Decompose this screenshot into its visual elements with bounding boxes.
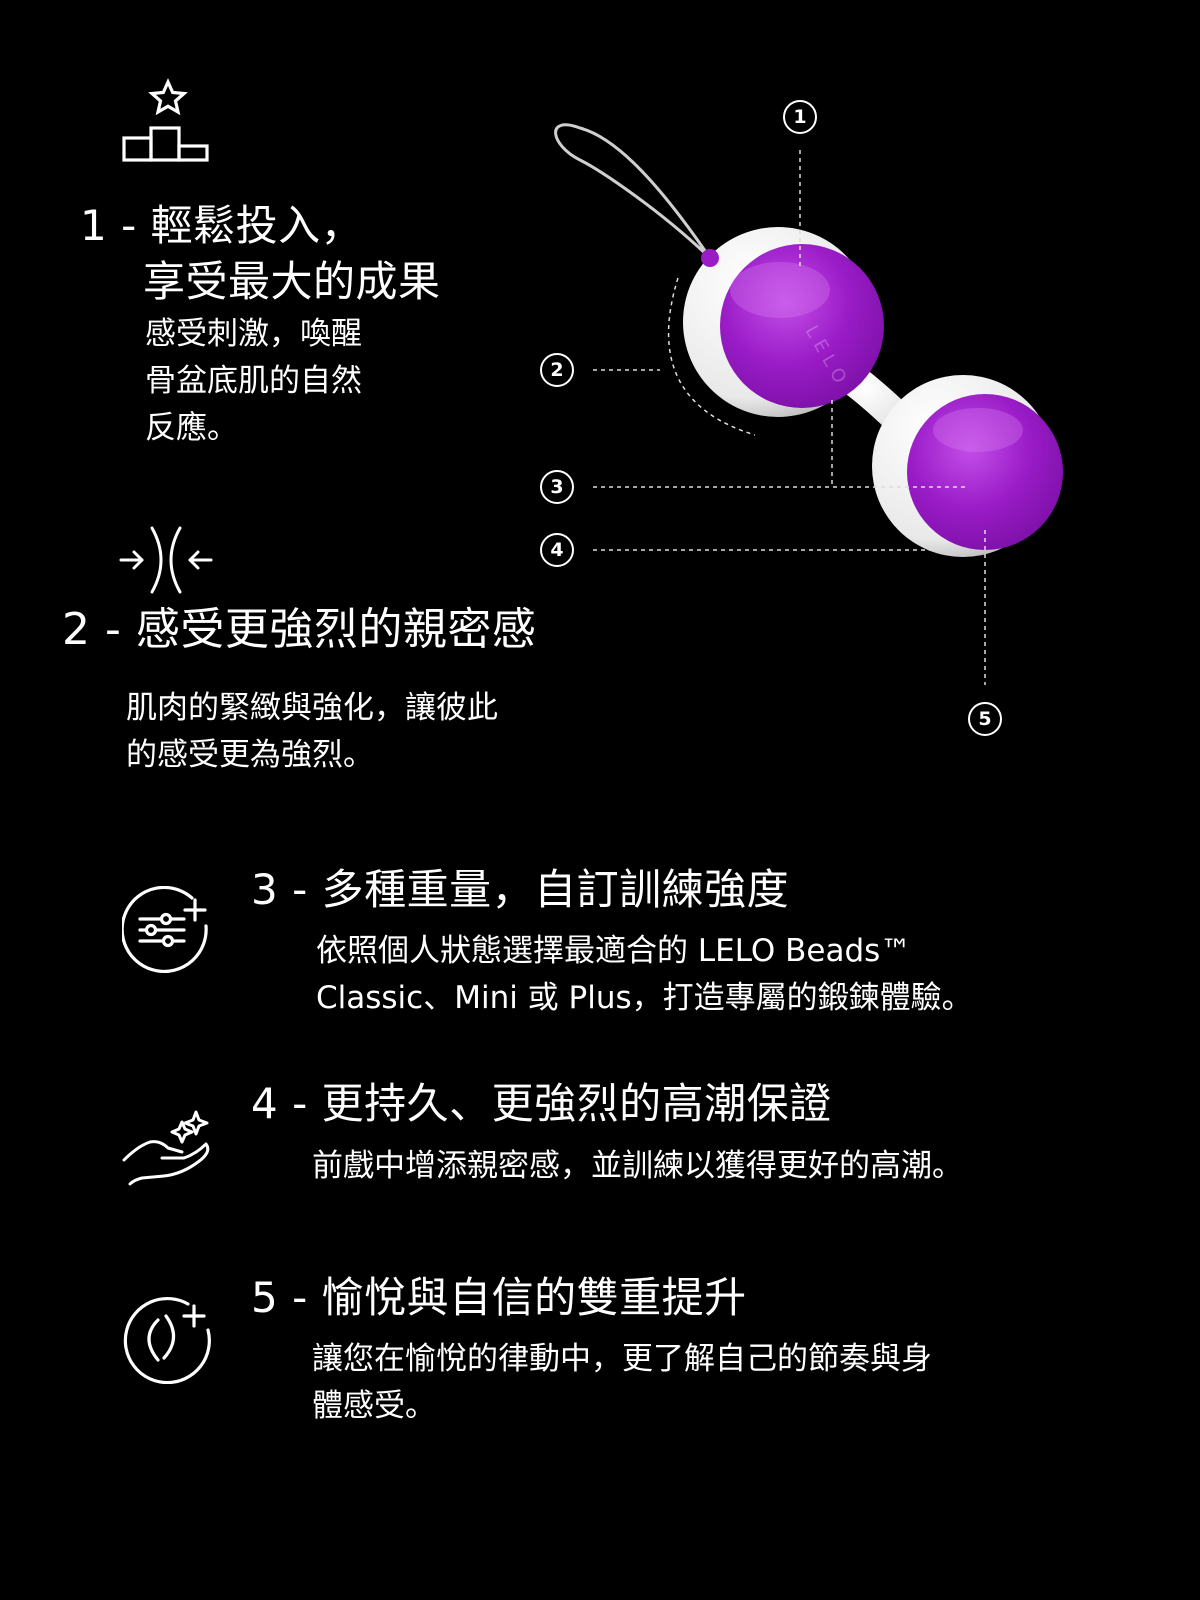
feature-5-body-line: 讓您在愉悅的律動中，更了解自己的節奏與身	[312, 1341, 932, 1377]
feature-2-body-line: 的感受更為強烈。	[126, 737, 374, 773]
feature-5-number: 5 -	[251, 1273, 308, 1322]
product-diagram: LELO 1 2 3 4 5	[540, 100, 1100, 760]
feature-5-title: 5 - 愉悅與自信的雙重提升	[251, 1270, 747, 1326]
sliders-plus-icon	[122, 886, 212, 976]
feature-1-title-line2: 享受最大的成果	[143, 257, 441, 306]
circle-plus-icon	[122, 1294, 212, 1384]
callout-1: 1	[783, 100, 817, 134]
feature-3-title: 3 - 多種重量，自訂訓練強度	[251, 862, 789, 918]
feature-5-title-text: 愉悅與自信的雙重提升	[321, 1273, 747, 1322]
callout-4: 4	[540, 533, 574, 567]
feature-4-body-line: 前戲中增添親密感，並訓練以獲得更好的高潮。	[312, 1148, 963, 1184]
contract-arrows-icon	[118, 524, 214, 596]
feature-1-body-line: 骨盆底肌的自然	[145, 363, 362, 399]
feature-3-title-text: 多種重量，自訂訓練強度	[321, 865, 790, 914]
feature-1-body-line: 反應。	[145, 410, 238, 446]
feature-1-body: 感受刺激，喚醒 骨盆底肌的自然 反應。	[145, 311, 362, 452]
feature-2-number: 2 -	[62, 604, 122, 655]
feature-4-title-text: 更持久、更強烈的高潮保證	[321, 1079, 832, 1128]
callout-3: 3	[540, 470, 574, 504]
feature-3-body-line: Classic、Mini 或 Plus，打造專屬的鍛鍊體驗。	[316, 980, 973, 1016]
podium-star-icon	[120, 76, 212, 168]
feature-5-body: 讓您在愉悅的律動中，更了解自己的節奏與身 體感受。	[312, 1336, 932, 1430]
feature-5-body-line: 體感受。	[312, 1388, 436, 1424]
beads-illustration: LELO	[554, 123, 1063, 685]
feature-1-title-line1: 輕鬆投入，	[150, 201, 364, 250]
feature-3-body: 依照個人狀態選擇最適合的 LELO Beads™ Classic、Mini 或 …	[316, 928, 973, 1022]
feature-4-title: 4 - 更持久、更強烈的高潮保證	[251, 1076, 832, 1132]
feature-1-body-line: 感受刺激，喚醒	[145, 316, 362, 352]
callout-2: 2	[540, 353, 574, 387]
feature-3-number: 3 -	[251, 865, 308, 914]
feature-4-number: 4 -	[251, 1079, 308, 1128]
feature-2-body: 肌肉的緊緻與強化，讓彼此 的感受更為強烈。	[126, 685, 498, 779]
feature-2-title-text: 感受更強烈的親密感	[135, 604, 537, 655]
feature-1-title: 1 - 輕鬆投入，	[80, 198, 363, 254]
feature-2-title: 2 - 感受更強烈的親密感	[62, 602, 536, 658]
callout-5: 5	[968, 702, 1002, 736]
feature-1-number: 1 -	[80, 201, 137, 250]
hand-sparkles-icon	[122, 1108, 212, 1188]
feature-4-body: 前戲中增添親密感，並訓練以獲得更好的高潮。	[312, 1143, 963, 1190]
feature-2-body-line: 肌肉的緊緻與強化，讓彼此	[126, 690, 498, 726]
feature-3-body-line: 依照個人狀態選擇最適合的 LELO Beads™	[316, 933, 912, 969]
